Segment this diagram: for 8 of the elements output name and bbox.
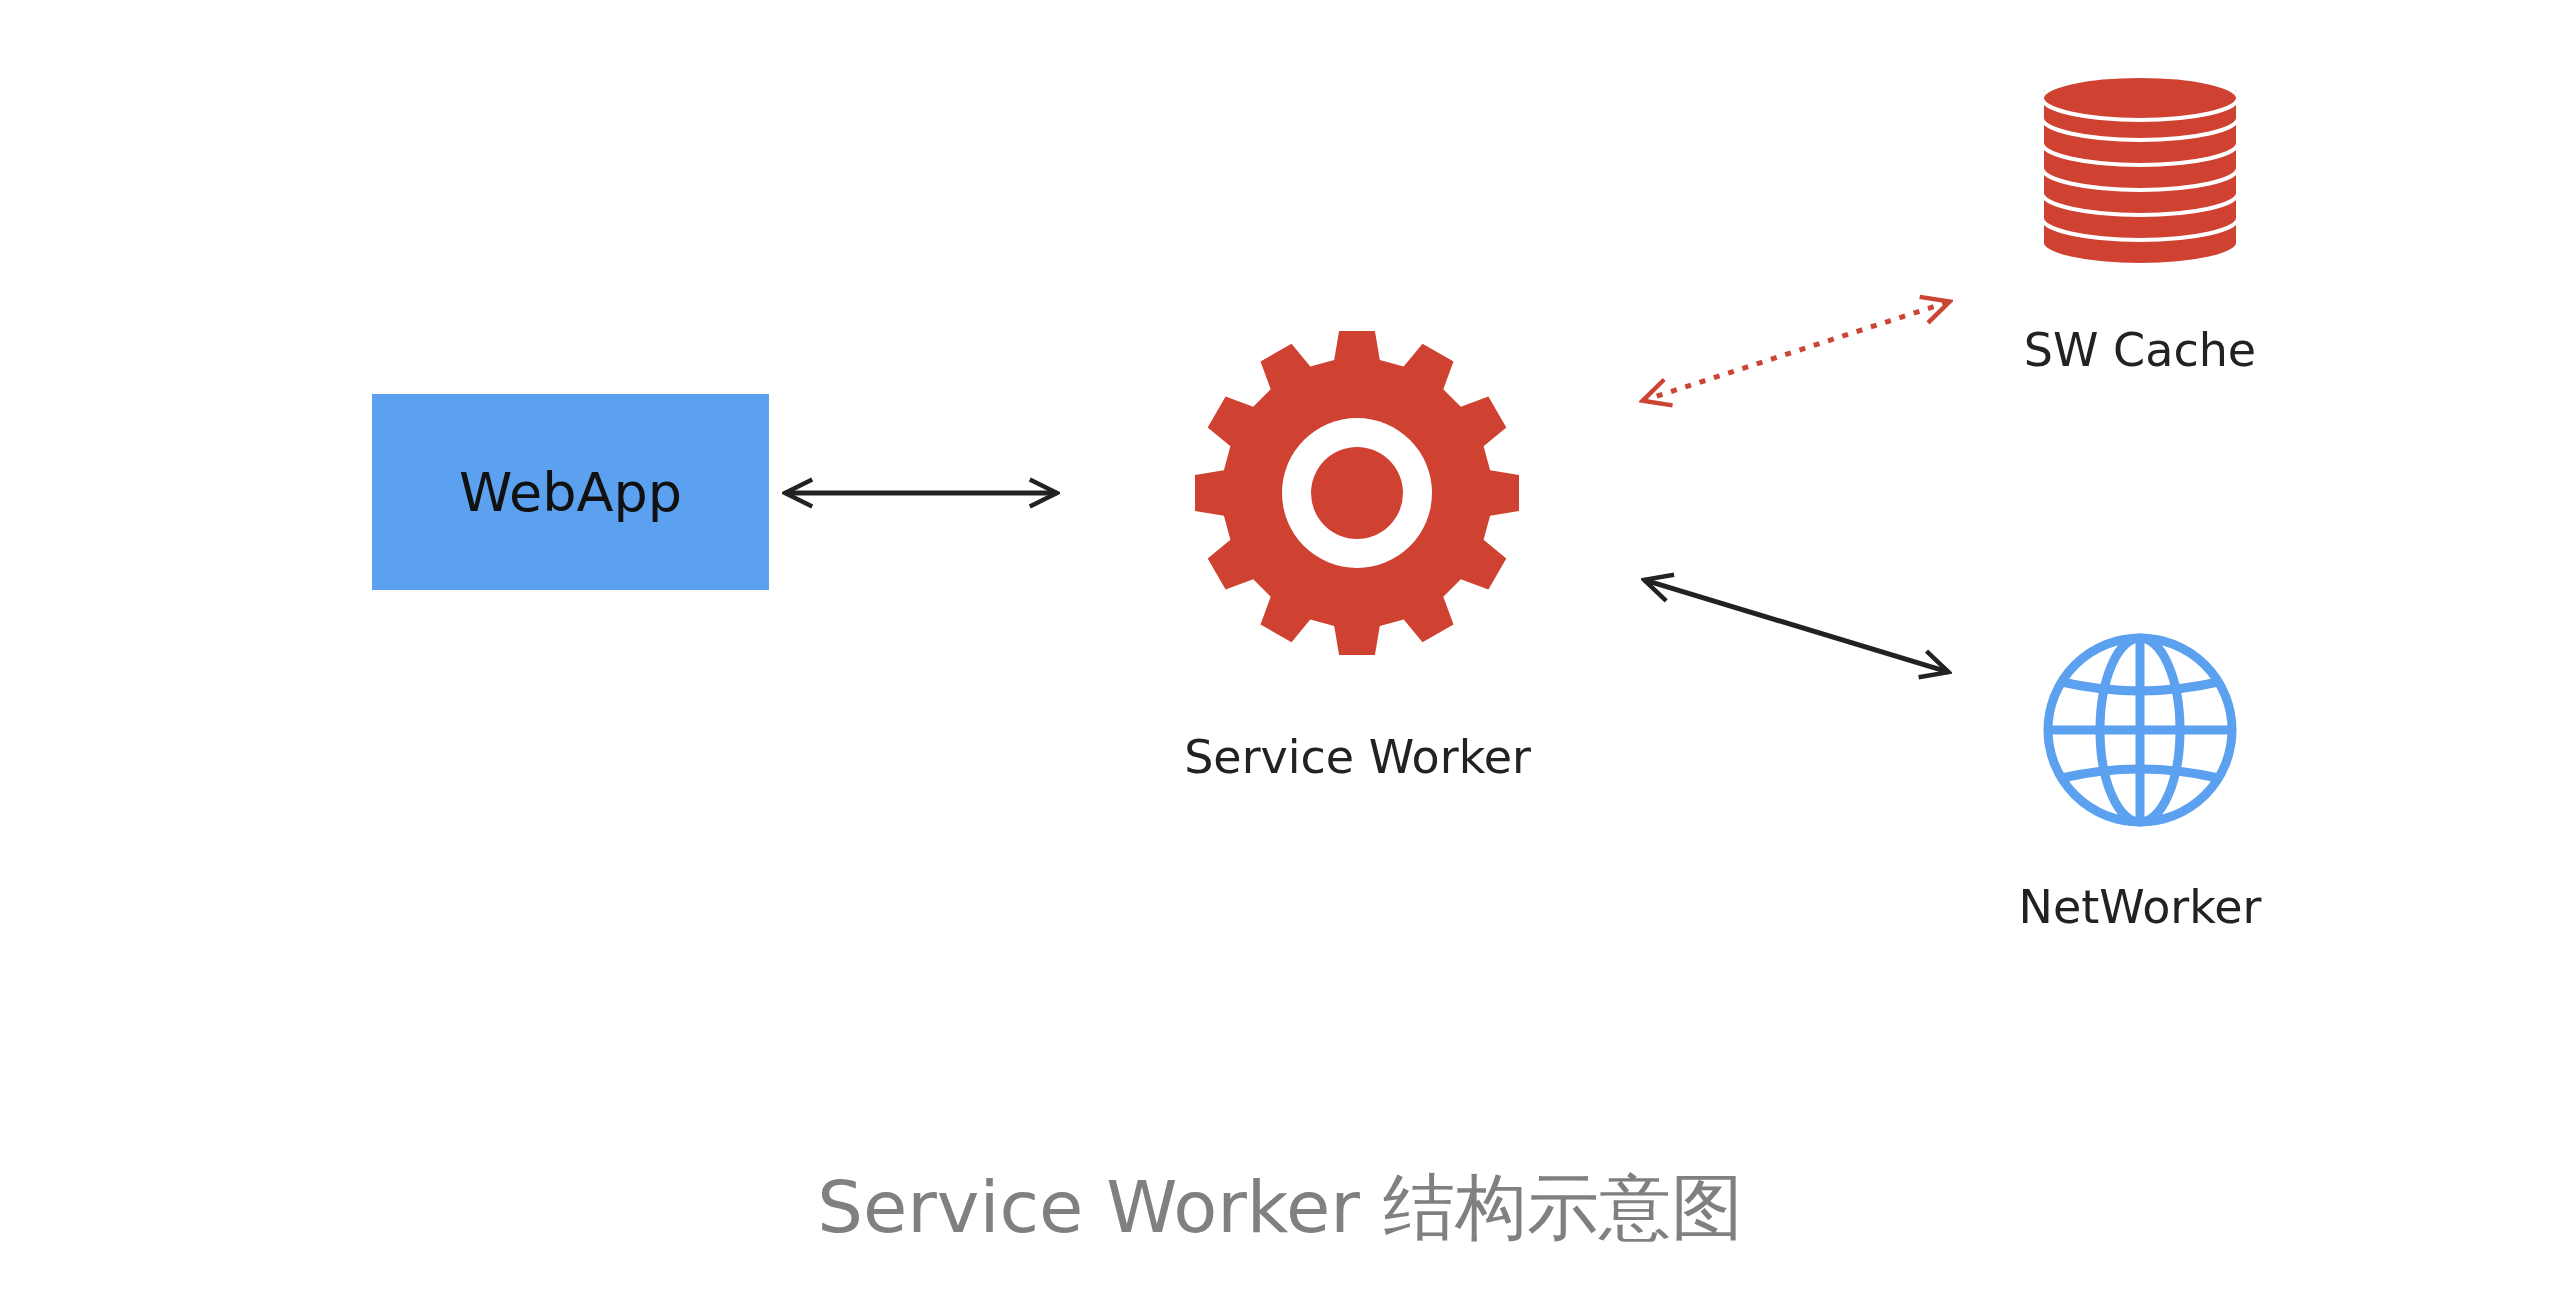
arrow bbox=[1640, 294, 1952, 408]
caption: Service Worker 结构示意图 bbox=[817, 1165, 1743, 1249]
node-label: SW Cache bbox=[2023, 323, 2257, 377]
process-box: WebApp bbox=[372, 394, 769, 590]
node-label: NetWorker bbox=[2018, 880, 2262, 934]
arrow bbox=[782, 477, 1060, 509]
arrow bbox=[1641, 572, 1951, 680]
node-label: Service Worker bbox=[1184, 730, 1531, 784]
